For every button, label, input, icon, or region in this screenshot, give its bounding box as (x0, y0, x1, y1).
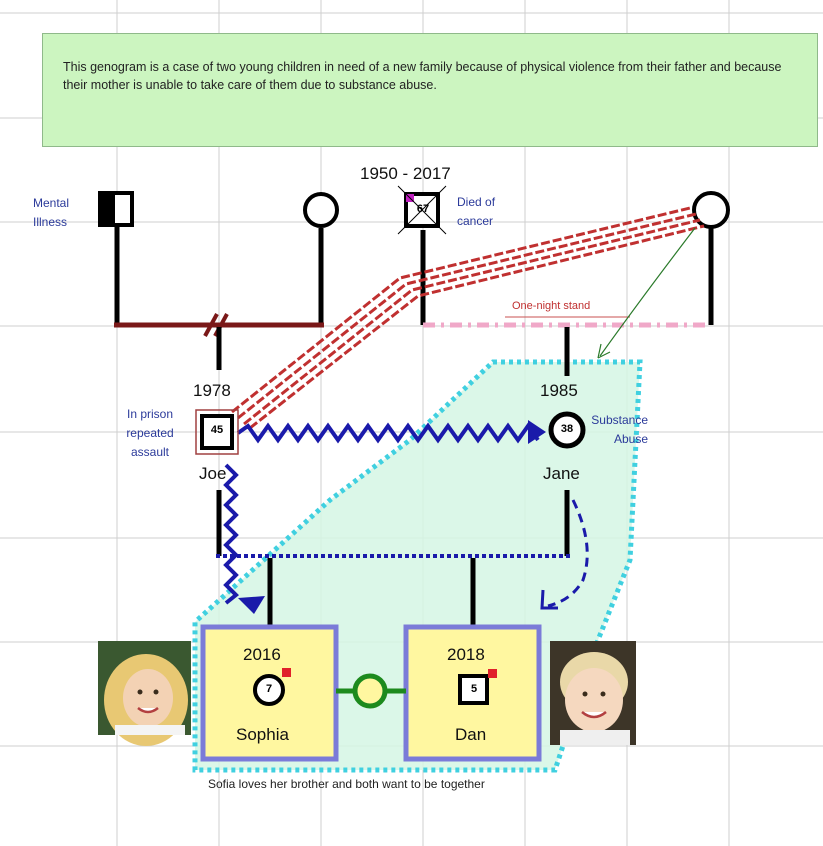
jane-birth-year: 1985 (540, 381, 578, 400)
distrust-line (231, 206, 705, 430)
joe-note: In prison repeated assault (126, 407, 174, 459)
dan-age: 5 (470, 683, 478, 695)
paternal-grandfather-symbol (98, 191, 134, 227)
dan-birth-year: 2018 (447, 645, 485, 664)
child-photo-boy (550, 641, 636, 745)
mental-illness-label: Mental Illness (33, 196, 70, 229)
jane-dan-neglect-arrowhead (540, 589, 558, 610)
maternal-grandmother-symbol (692, 191, 730, 229)
joe-birth-year: 1978 (193, 381, 231, 400)
grandmother-to-jane-arrowhead (597, 343, 611, 359)
jane-age: 38 (560, 423, 574, 435)
dan-symbol (458, 669, 497, 705)
sophia-age: 7 (265, 683, 273, 695)
deceased-grandfather-age: 67 (416, 203, 430, 215)
joe-age: 45 (210, 424, 224, 436)
deceased-grandfather-symbol (397, 185, 447, 235)
sophia-name: Sophia (236, 725, 289, 744)
joe-sophia-abuse-line (223, 463, 239, 605)
divorce-mark-1 (203, 313, 219, 337)
sophia-birth-year: 2016 (243, 645, 281, 664)
grandmother-to-jane-arrow (599, 227, 696, 357)
jane-dan-neglect-line (547, 499, 589, 608)
died-of-cancer-label: Died of cancer (457, 195, 496, 228)
sibling-bond-caption: Sofia loves her brother and both want to… (208, 777, 485, 791)
joe-symbol (195, 409, 239, 455)
joe-jane-abuse-line (236, 422, 540, 444)
joe-name: Joe (199, 464, 227, 483)
jane-symbol (548, 411, 586, 449)
paternal-grandmother-symbol (303, 192, 339, 228)
deceased-grandfather-years: 1950 - 2017 (360, 164, 451, 183)
jane-note: Substance Abuse (591, 413, 648, 446)
one-night-stand-label: One-night stand (512, 300, 591, 312)
dan-box (403, 624, 542, 762)
case-description: This genogram is a case of two young chi… (42, 33, 818, 147)
sibling-bond-circle (352, 673, 388, 709)
jane-name: Jane (543, 464, 580, 483)
sophia-symbol (253, 668, 291, 706)
joe-jane-arrowhead (528, 420, 546, 444)
joe-sophia-arrowhead (238, 596, 265, 614)
dan-name: Dan (455, 725, 487, 744)
child-photo-girl (98, 641, 191, 746)
